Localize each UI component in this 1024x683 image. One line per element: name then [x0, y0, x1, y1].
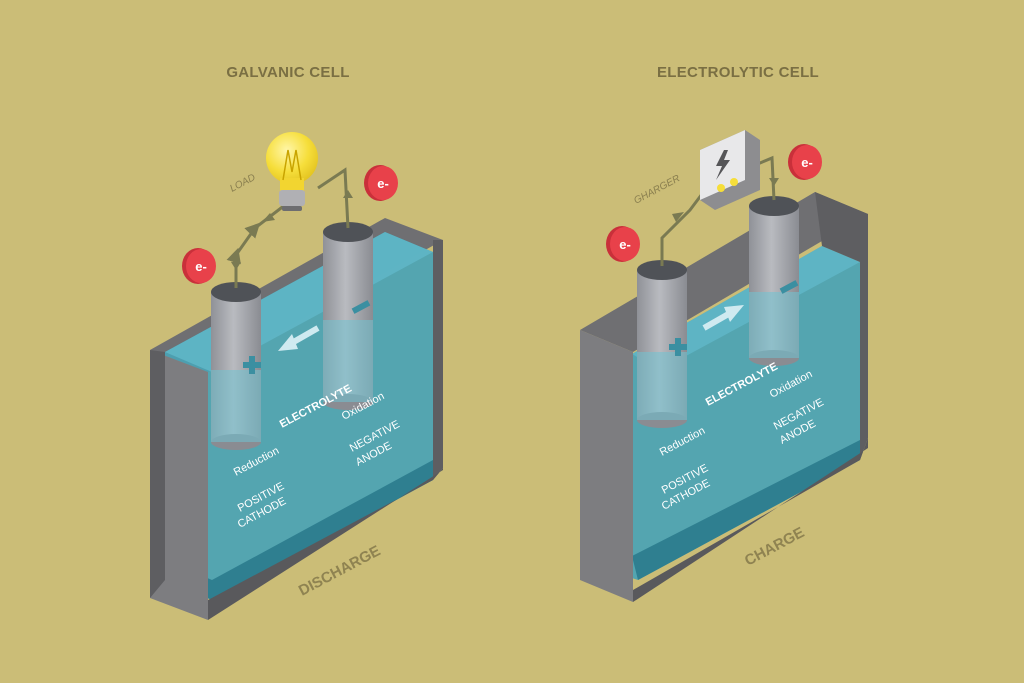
galvanic-cell: GALVANIC CELL — [150, 64, 443, 620]
electron-badge-icon: e- — [364, 165, 398, 201]
svg-text:e-: e- — [801, 155, 813, 170]
plus-sign-icon — [243, 356, 261, 374]
svg-text:e-: e- — [377, 176, 389, 191]
electrolytic-mode-label: CHARGE — [742, 524, 807, 570]
load-label: LOAD — [228, 172, 257, 194]
minus-sign-icon — [351, 300, 371, 314]
electron-badge-icon: e- — [606, 226, 640, 262]
svg-text:e-: e- — [619, 237, 631, 252]
galvanic-right-wall — [433, 240, 443, 480]
electrolytic-left-wall — [580, 330, 633, 602]
galvanic-title: GALVANIC CELL — [226, 64, 349, 81]
arrow-icon — [278, 325, 320, 351]
light-bulb-icon — [266, 132, 318, 211]
minus-sign-icon — [779, 280, 799, 294]
arrow-icon — [702, 305, 744, 331]
charger-label: GHARGER — [632, 173, 682, 206]
electron-badge-icon: e- — [788, 144, 822, 180]
electrolytic-anode-rod — [749, 196, 799, 366]
electrolytic-title: ELECTROLYTIC CELL — [657, 64, 819, 81]
electrolytic-cathode-rod — [637, 260, 687, 428]
lightning-icon — [716, 150, 730, 180]
galvanic-wire — [226, 203, 286, 288]
electrolytic-wire — [660, 189, 707, 266]
electrolytic-right-wall — [815, 192, 868, 460]
electron-badge-icon: e- — [182, 248, 216, 284]
galvanic-cathode-rod — [211, 282, 261, 450]
electrolytic-cell: ELECTROLYTIC CELL — [580, 64, 868, 602]
svg-text:e-: e- — [195, 259, 207, 274]
plus-sign-icon — [669, 338, 687, 356]
galvanic-anode-rod — [323, 222, 373, 410]
charger-icon — [700, 130, 760, 210]
